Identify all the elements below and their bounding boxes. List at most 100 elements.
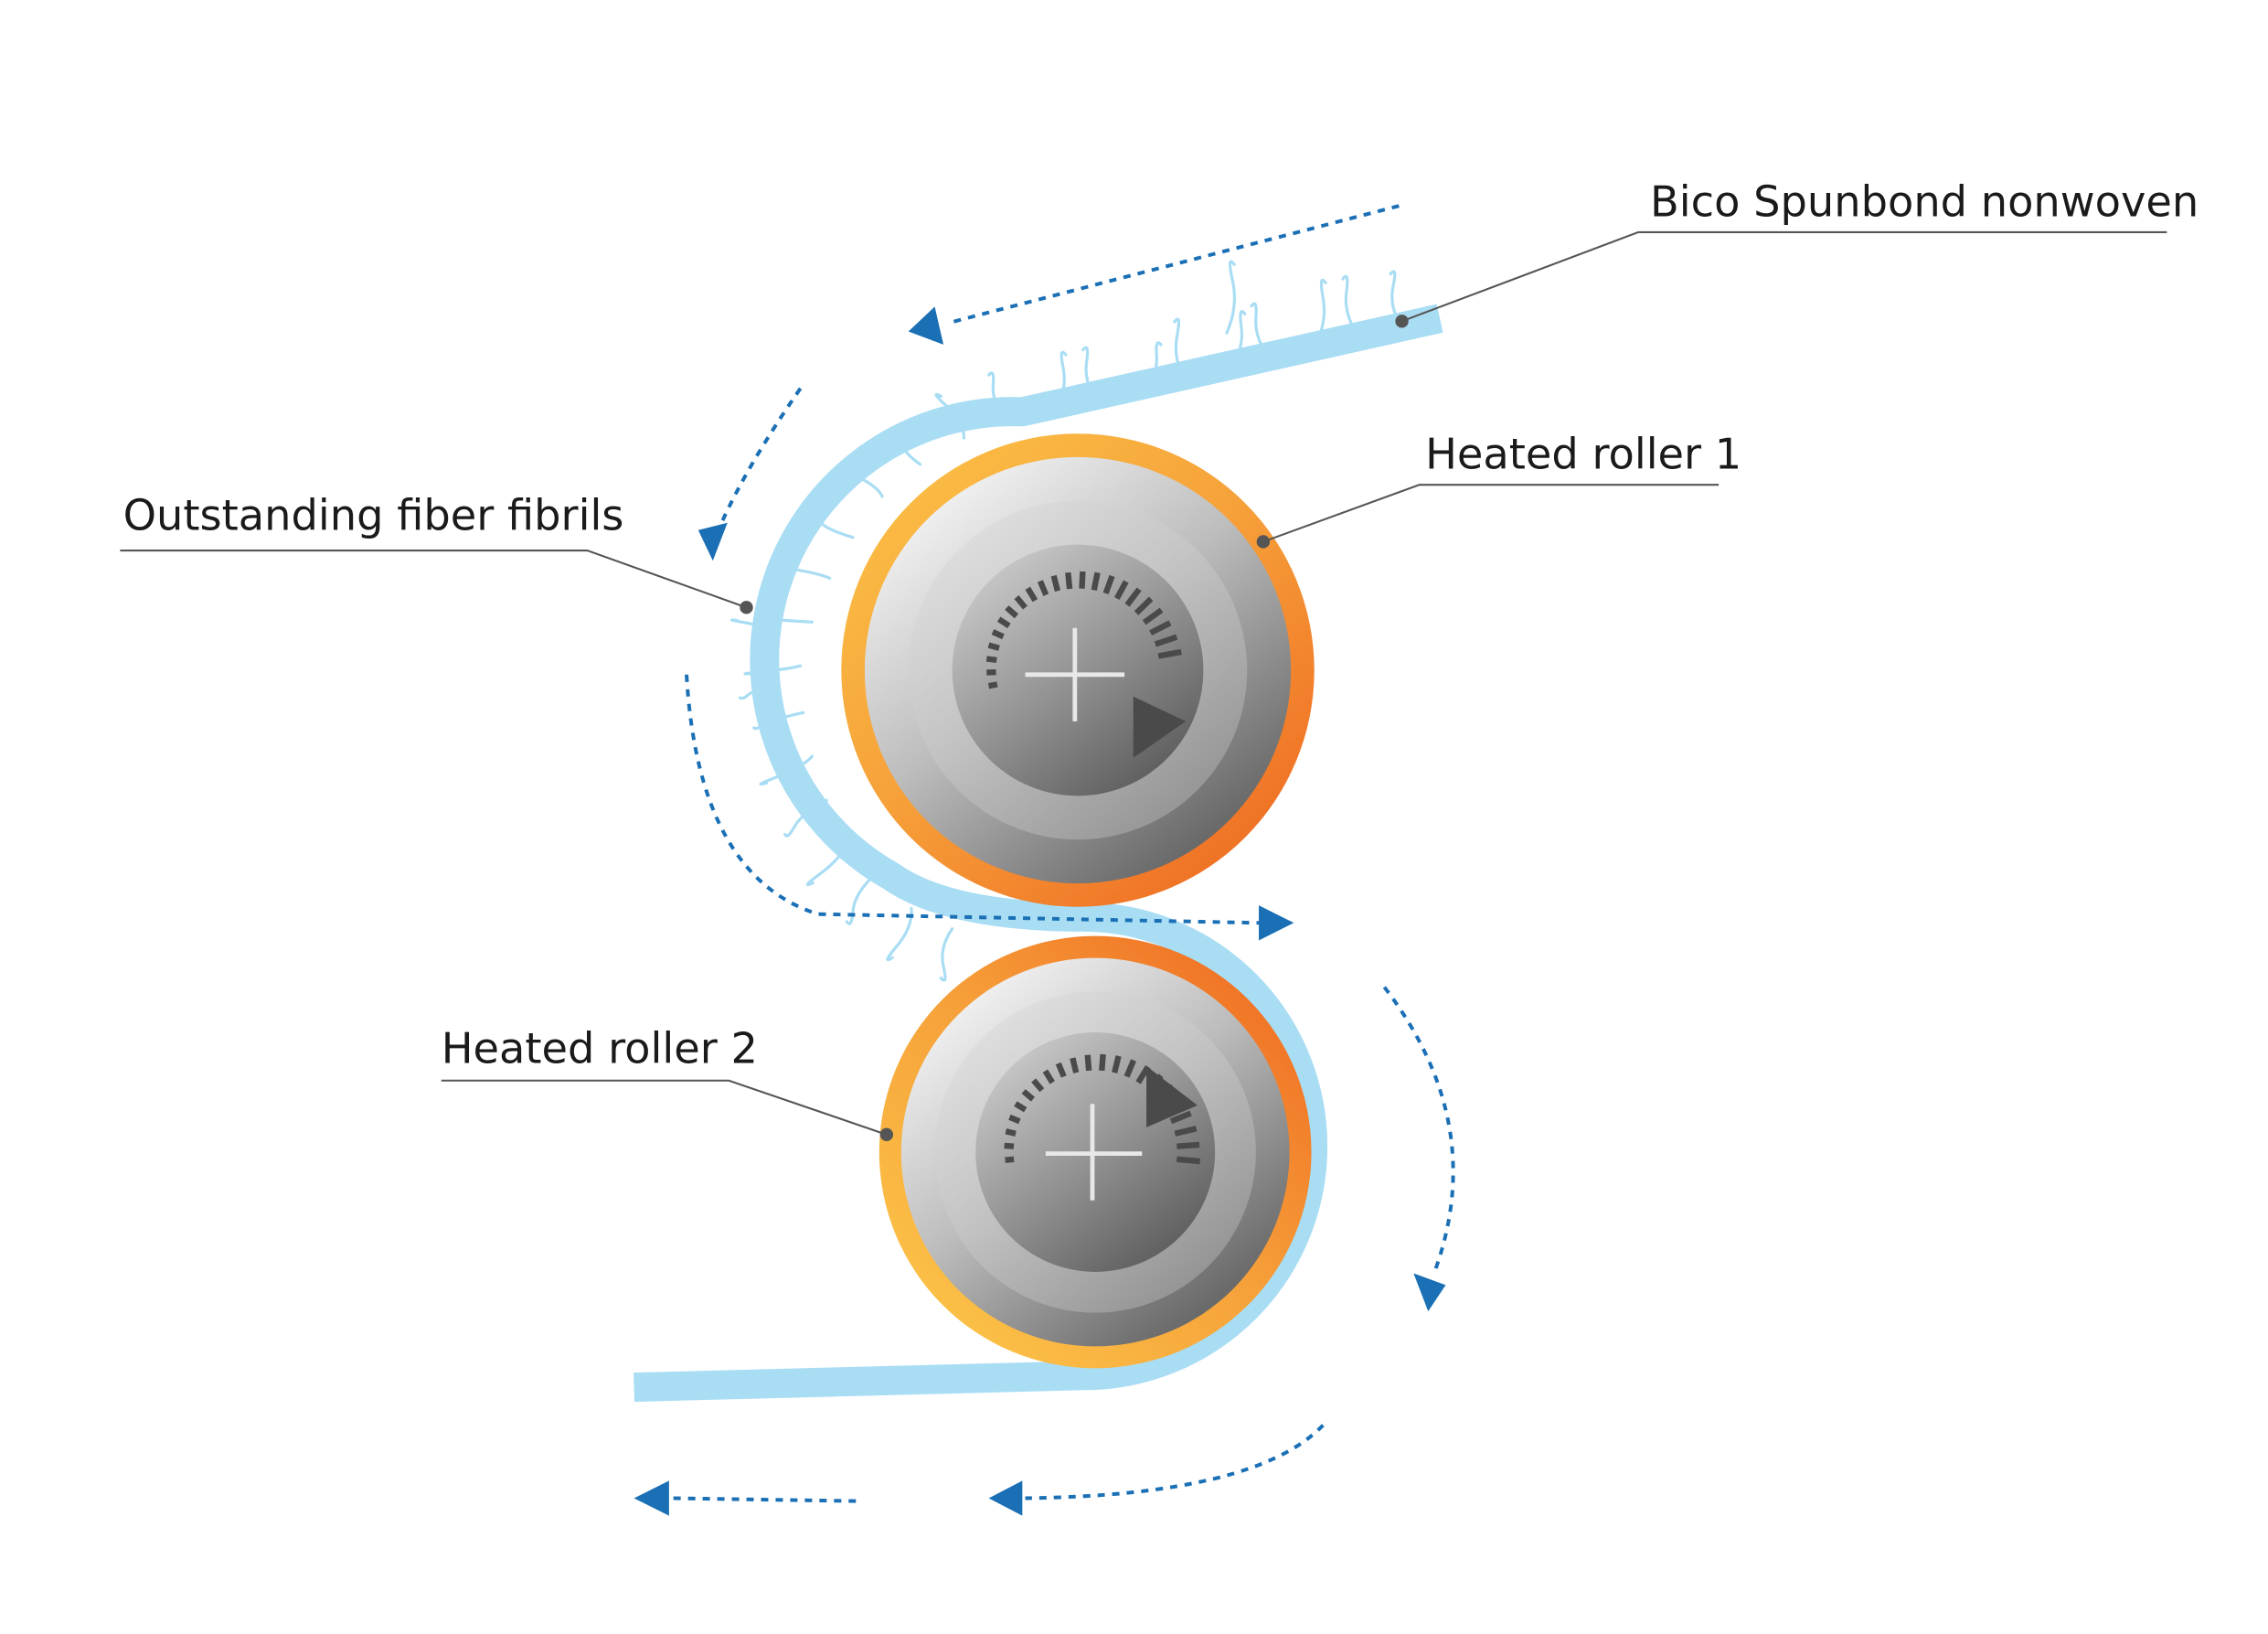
fibril-strand: [1140, 341, 1163, 396]
rotation-tick: [1102, 574, 1115, 595]
rotation-tick: [991, 629, 1005, 640]
leader-dot: [1395, 315, 1409, 328]
fibril-strand: [752, 710, 805, 731]
leader-dot: [879, 1127, 894, 1142]
rotation-tick: [1176, 1156, 1201, 1165]
rotation-tick: [1025, 586, 1038, 603]
direction-arrow-line: [1382, 986, 1455, 1275]
rotation-tick: [1065, 571, 1073, 590]
callout-roller-1: Heated roller 1: [1256, 430, 1741, 549]
rotation-tick: [1031, 1078, 1045, 1093]
leader-line: [1262, 484, 1720, 543]
direction-arrowhead-icon: [1413, 1273, 1446, 1312]
fibril-strand: [1389, 270, 1404, 329]
fibril-strand: [1081, 346, 1100, 405]
fibril-strand: [1313, 278, 1327, 349]
direction-arrowhead-icon: [908, 306, 944, 345]
rotation-tick: [1134, 596, 1154, 615]
fibril-strand: [1225, 260, 1236, 335]
rotation-tick: [1021, 1089, 1035, 1102]
callout-nonwoven: Bico Spunbond nonwoven: [1395, 176, 2199, 328]
rotation-tick: [1014, 1101, 1028, 1113]
label-fibrils: Outstanding fiber fibrils: [123, 491, 624, 540]
fibril-strand: [783, 798, 828, 838]
rotation-tick: [1123, 1059, 1137, 1078]
rotation-tick: [1004, 1142, 1015, 1149]
fibril-strand: [891, 427, 922, 466]
callout-fibrils: Outstanding fiber fibrils: [120, 491, 753, 614]
rotation-tick: [1070, 1057, 1080, 1073]
rotation-arrowhead-icon: [1146, 1065, 1198, 1127]
fibril-strand: [776, 564, 832, 580]
fibril-strand: [809, 516, 855, 539]
leader-dot: [740, 601, 753, 614]
rotation-tick: [1124, 587, 1142, 607]
rotation-tick: [1112, 1055, 1122, 1073]
rotation-tick: [987, 681, 998, 689]
heated-roller-1: [841, 433, 1315, 907]
rotation-tick: [1149, 620, 1172, 636]
fibril-strand: [1341, 274, 1360, 337]
direction-arrow-line: [719, 387, 803, 524]
rotation-tick: [1135, 1064, 1151, 1084]
axis-cross-icon: [1025, 627, 1125, 721]
direction-arrow-line: [672, 1496, 857, 1503]
leader-line: [120, 550, 747, 609]
fibril-strand: [729, 618, 761, 630]
fibril-strand: [1052, 350, 1068, 413]
rotation-tick: [987, 642, 1000, 651]
rotation-tick: [1154, 634, 1178, 647]
fibril-strand: [743, 664, 803, 676]
leader-line: [441, 1079, 888, 1136]
direction-arrowhead-icon: [1259, 905, 1294, 941]
fibril-strand: [761, 616, 814, 624]
fibril-strand: [759, 754, 814, 786]
label-roller-1: Heated roller 1: [1425, 430, 1741, 479]
fibril-strand: [987, 371, 1009, 422]
fiber-fibrils: [729, 260, 1404, 982]
leader-dot: [1256, 535, 1271, 549]
rotation-tick: [1091, 571, 1101, 591]
direction-arrowhead-icon: [634, 1480, 669, 1516]
label-roller-2: Heated roller 2: [442, 1024, 758, 1073]
leader-line: [1401, 230, 2167, 323]
rotation-tick: [1050, 574, 1061, 593]
rotation-tick: [996, 616, 1011, 629]
fibril-strand: [1173, 317, 1187, 385]
rotation-tick: [1005, 1128, 1017, 1137]
rotation-tick: [1174, 1126, 1198, 1137]
axis-cross-icon: [1045, 1104, 1143, 1201]
rotation-tick: [1008, 1114, 1021, 1125]
rotation-tick: [1084, 1054, 1092, 1072]
nonwoven-web-path: [634, 304, 1443, 1403]
rotation-tick: [1005, 605, 1019, 619]
direction-arrowhead-icon: [697, 522, 728, 561]
fibril-strand: [1250, 302, 1272, 361]
fibril-strand: [886, 906, 913, 962]
fibril-strand: [1228, 310, 1247, 373]
nonwoven-web: [634, 304, 1443, 1403]
fibril-strand: [934, 392, 966, 440]
rotation-tick: [1005, 1156, 1015, 1163]
direction-arrow-line: [948, 204, 1400, 325]
rotation-tick: [1014, 595, 1028, 610]
rotation-tick: [1142, 607, 1164, 625]
rotation-tick: [1042, 1069, 1055, 1084]
fibril-strand: [845, 874, 876, 925]
rotation-tick: [985, 656, 997, 664]
rotation-arrowhead-icon: [1133, 696, 1187, 758]
rotation-tick: [1113, 580, 1129, 600]
rotation-indicator-icon: [985, 571, 1182, 689]
direction-arrows: [634, 204, 1455, 1516]
label-nonwoven: Bico Spunbond nonwoven: [1650, 176, 2199, 226]
fibril-strand: [738, 684, 776, 700]
heated-roller-2: [878, 935, 1312, 1369]
rotation-tick: [1055, 1062, 1067, 1078]
rotation-tick: [1169, 1110, 1192, 1125]
callout-roller-2: Heated roller 2: [441, 1024, 894, 1142]
fibril-strand: [841, 467, 884, 498]
rotation-tick: [1177, 1141, 1200, 1149]
direction-arrowhead-icon: [988, 1480, 1023, 1516]
